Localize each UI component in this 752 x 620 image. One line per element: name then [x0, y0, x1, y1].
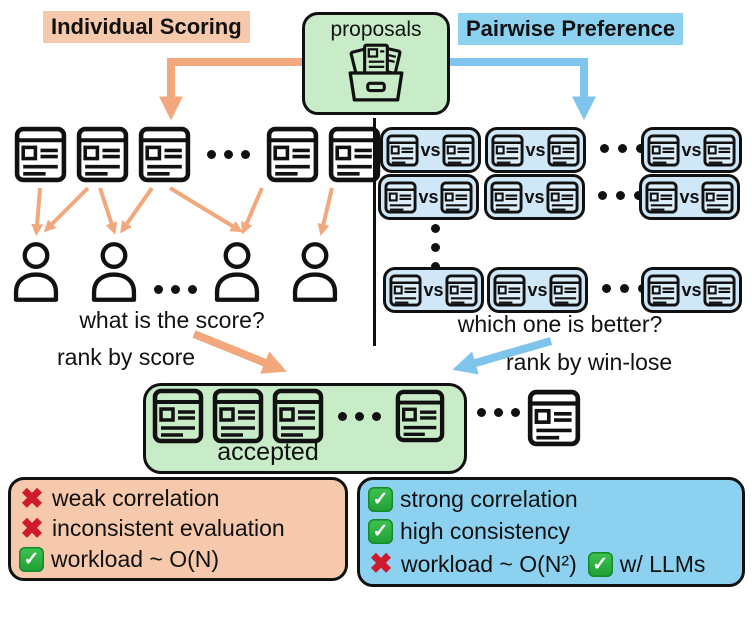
scoring-question: what is the score?: [79, 307, 265, 333]
verdict-text: weak correlation: [52, 485, 220, 512]
document-icon: [389, 274, 422, 307]
verdict-item: high consistency: [368, 516, 734, 547]
pairwise-preference-verdict-box: strong correlation high consistency work…: [357, 477, 745, 587]
ellipsis-dots: [598, 191, 643, 200]
check-icon: [19, 546, 44, 572]
document-icon: [547, 134, 580, 167]
document-icon: [546, 181, 579, 214]
vs-label: vs: [681, 140, 702, 160]
proposals-to-scoring-arrow: [159, 58, 303, 121]
proposals-label: proposals: [330, 18, 422, 41]
reviewers-row: [10, 238, 341, 306]
document-icon: [703, 274, 736, 307]
person-icon: [88, 238, 140, 306]
document-icon: [14, 126, 67, 183]
vs-pair: vs: [378, 174, 479, 220]
accepted-label: accepted: [217, 438, 319, 466]
verdict-item: workload ~ O(N²) w/ LLMs: [368, 549, 734, 580]
document-icon: [442, 134, 475, 167]
document-icon: [395, 389, 445, 443]
cross-icon: [368, 550, 394, 578]
proposals-to-pairwise-arrow: [448, 58, 596, 121]
document-icon: [138, 126, 191, 183]
ellipsis-dots: [338, 411, 381, 421]
rank-by-score-arrow: [192, 330, 287, 374]
verdict-item: inconsistent evaluation: [19, 514, 337, 543]
document-icon: [266, 126, 319, 183]
proposals-box: proposals: [302, 12, 450, 115]
ellipsis-dots: [477, 408, 520, 417]
rejected-document: [527, 389, 581, 447]
document-icon: [272, 387, 324, 445]
pairwise-question: which one is better?: [457, 311, 663, 337]
document-icon: [647, 134, 680, 167]
verdict-text: inconsistent evaluation: [52, 515, 285, 542]
divider-line: [373, 118, 376, 346]
vs-label: vs: [420, 140, 441, 160]
verdict-item: weak correlation: [19, 484, 337, 513]
document-icon: [76, 126, 129, 183]
check-icon: [368, 487, 393, 513]
document-icon: [647, 274, 680, 307]
proposal-docs-row: [14, 126, 381, 183]
verdict-item: strong correlation: [368, 484, 734, 515]
ellipsis-dots: [207, 150, 250, 159]
vs-pair: vs: [380, 127, 481, 173]
document-icon: [645, 181, 678, 214]
verdict-text: high consistency: [400, 518, 571, 545]
cross-icon: [19, 485, 45, 513]
vs-label: vs: [418, 187, 439, 207]
ellipsis-dots: [154, 285, 197, 294]
document-icon: [527, 389, 581, 447]
cross-icon: [19, 515, 45, 543]
person-icon: [211, 238, 263, 306]
vs-label: vs: [525, 140, 546, 160]
person-icon: [289, 238, 341, 306]
file-box-icon: [348, 43, 404, 102]
vs-pair: vs: [383, 267, 484, 313]
rank-by-win-lose-label: rank by win-lose: [506, 349, 673, 375]
document-icon: [701, 181, 734, 214]
docs-to-reviewers-arrows: [31, 186, 334, 237]
verdict-text: strong correlation: [400, 486, 578, 513]
person-icon: [10, 238, 62, 306]
document-icon: [703, 134, 736, 167]
individual-scoring-header: Individual Scoring: [43, 11, 250, 43]
document-icon: [549, 274, 582, 307]
verdict-text: workload ~ O(N²): [401, 550, 577, 577]
vs-label: vs: [524, 187, 545, 207]
vs-pair: vs: [641, 127, 742, 173]
rank-by-score-label: rank by score: [57, 344, 196, 370]
document-icon: [152, 387, 204, 445]
document-icon: [493, 274, 526, 307]
individual-scoring-verdict-box: weak correlation inconsistent evaluation…: [8, 477, 348, 581]
document-icon: [445, 274, 478, 307]
vs-pair: vs: [484, 174, 585, 220]
check-icon: [368, 519, 393, 545]
document-icon: [491, 134, 524, 167]
document-icon: [212, 387, 264, 445]
vs-pair: vs: [487, 267, 588, 313]
verdict-text: w/ LLMs: [619, 550, 706, 577]
document-icon: [386, 134, 419, 167]
vs-label: vs: [527, 280, 548, 300]
document-icon: [384, 181, 417, 214]
check-icon: [587, 551, 613, 577]
vs-label: vs: [681, 280, 702, 300]
vs-pair: vs: [641, 267, 742, 313]
ellipsis-dots: [600, 144, 645, 153]
pairwise-preference-header: Pairwise Preference: [458, 13, 684, 45]
verdict-item: workload ~ O(N): [19, 545, 337, 574]
vertical-ellipsis-dots: [431, 224, 440, 271]
vs-label: vs: [679, 187, 700, 207]
vs-pair: vs: [485, 127, 586, 173]
accepted-docs-row: [152, 387, 445, 445]
document-icon: [490, 181, 523, 214]
verdict-text: workload ~ O(N): [51, 545, 220, 572]
document-icon: [440, 181, 473, 214]
vs-pair: vs: [639, 174, 740, 220]
vs-label: vs: [423, 280, 444, 300]
